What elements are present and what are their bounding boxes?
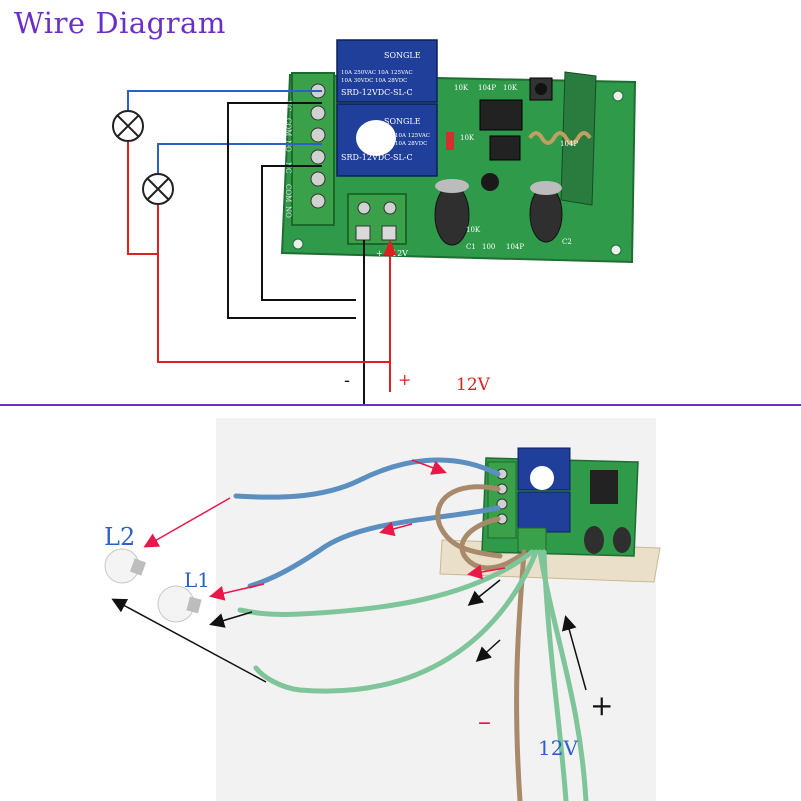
photo-power-terminal bbox=[517, 527, 547, 553]
photo-positive-label: + bbox=[590, 689, 613, 722]
pcb-components: 10K 104P 10K 10K 104P 10K C1 100 104P C2… bbox=[376, 71, 597, 258]
pcb-label: 12V bbox=[392, 249, 408, 258]
lamp-l1 bbox=[112, 110, 144, 142]
photo-panel bbox=[216, 418, 661, 801]
section-divider bbox=[0, 404, 801, 406]
antenna-coil bbox=[528, 131, 592, 145]
terminal-label: NO bbox=[284, 206, 292, 218]
pcb-label: 100 bbox=[482, 243, 495, 251]
bulb-l2 bbox=[104, 548, 147, 584]
pcb-label: 10K bbox=[454, 84, 469, 92]
terminal-block-relays: NC COM NO NC COM NO bbox=[284, 72, 335, 226]
photo-arrows bbox=[111, 459, 587, 691]
photo-negative-label: – bbox=[478, 707, 491, 737]
terminal-label: NO bbox=[284, 140, 292, 152]
pcb-label: 10K bbox=[466, 226, 481, 234]
led bbox=[446, 132, 454, 150]
photo-voltage-label: 12V bbox=[538, 736, 578, 760]
terminal-label: NC bbox=[284, 100, 292, 111]
diagram-title: Wire Diagram bbox=[14, 6, 226, 40]
relay-rating: 10A 28VDC bbox=[395, 141, 427, 147]
voltage-label: 12V bbox=[456, 375, 491, 395]
relay-brand: SONGLE bbox=[384, 51, 421, 60]
terminal-label: COM bbox=[284, 118, 292, 136]
bulb-l1 bbox=[157, 585, 202, 623]
photo-wires bbox=[233, 457, 589, 801]
pcb-label: 104P bbox=[478, 84, 496, 92]
relay-sticker bbox=[356, 120, 396, 156]
relay-rating: 10A 125VAC bbox=[395, 133, 430, 139]
pcb-label: 10K bbox=[460, 134, 475, 142]
capacitor-c1 bbox=[434, 184, 470, 246]
relay-2: SONGLE 10A 125VAC 10A 28VDC SRD-12VDC-SL… bbox=[336, 103, 438, 177]
pcb-label: 104P bbox=[506, 243, 524, 251]
relay-model: SRD-12VDC-SL-C bbox=[341, 153, 413, 162]
power-terminal bbox=[347, 193, 407, 245]
transistor bbox=[481, 173, 499, 191]
pcb-label: C1 bbox=[466, 243, 476, 251]
pcb-label: C2 bbox=[562, 238, 572, 246]
relay-model: SRD-12VDC-SL-C bbox=[341, 88, 413, 97]
pcb-label: + bbox=[376, 249, 383, 258]
relay-rating: 10A 30VDC 10A 28VDC bbox=[341, 78, 407, 84]
pcb-label: 104P bbox=[560, 140, 578, 148]
l2-label: L2 bbox=[104, 523, 135, 551]
negative-label: - bbox=[344, 370, 350, 391]
terminal-label: NC bbox=[284, 162, 292, 173]
photo-relay-2 bbox=[517, 491, 571, 533]
lamp-l2 bbox=[142, 173, 174, 205]
pcb-label: 10K bbox=[503, 84, 518, 92]
relay-rating: 10A 250VAC 10A 125VAC bbox=[341, 70, 413, 76]
relay-1: SONGLE 10A 250VAC 10A 125VAC 10A 30VDC 1… bbox=[336, 39, 438, 103]
l1-label: L1 bbox=[184, 568, 210, 592]
relay-brand: SONGLE bbox=[384, 117, 421, 126]
positive-label: + bbox=[398, 370, 411, 389]
wires bbox=[127, 90, 397, 405]
terminal-label: COM bbox=[284, 184, 292, 202]
